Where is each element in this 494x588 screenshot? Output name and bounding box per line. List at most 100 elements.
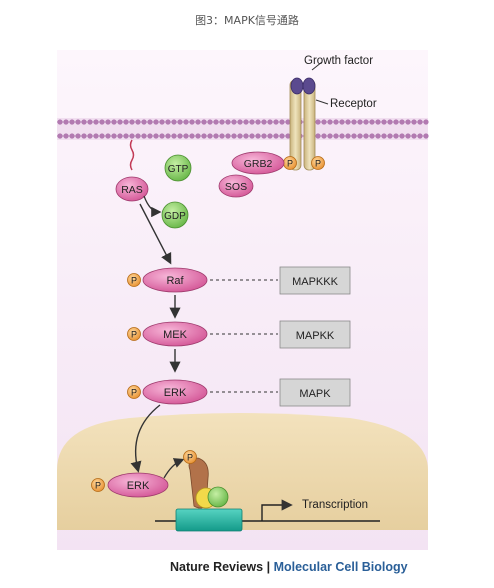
lipid-head xyxy=(63,119,69,125)
svg-text:Raf: Raf xyxy=(166,275,184,287)
lipid-head xyxy=(339,119,345,125)
mek: MEK xyxy=(142,321,208,347)
lipid-head xyxy=(177,119,183,125)
gtp: GTP xyxy=(164,154,192,182)
lipid-head xyxy=(357,133,363,139)
svg-text:ERK: ERK xyxy=(127,480,150,492)
lipid-head xyxy=(141,133,147,139)
lipid-head xyxy=(237,119,243,125)
lipid-head xyxy=(195,133,201,139)
lipid-head xyxy=(387,119,393,125)
erk: ERK xyxy=(142,379,208,405)
mapk-box: MAPK xyxy=(279,378,351,407)
lipid-head xyxy=(171,133,177,139)
svg-text:GRB2: GRB2 xyxy=(244,158,273,170)
lipid-head xyxy=(423,133,429,139)
svg-text:GTP: GTP xyxy=(168,164,189,175)
lipid-head xyxy=(255,119,261,125)
lipid-head xyxy=(99,119,105,125)
svg-text:MAPK: MAPK xyxy=(299,388,331,400)
svg-text:P: P xyxy=(131,330,137,340)
lipid-head xyxy=(381,133,387,139)
svg-text:ERK: ERK xyxy=(164,387,187,399)
lipid-head xyxy=(87,133,93,139)
lipid-head xyxy=(321,119,327,125)
lipid-head xyxy=(231,133,237,139)
lipid-head xyxy=(411,133,417,139)
lipid-head xyxy=(285,119,291,125)
lipid-head xyxy=(261,119,267,125)
grb2: GRB2 xyxy=(231,151,285,175)
lipid-head xyxy=(129,119,135,125)
ras-to-raf-arrow xyxy=(139,203,172,265)
figure-caption: 图3：MAPK信号通路 xyxy=(195,14,299,27)
ras: RAS xyxy=(115,176,149,202)
journal-name-left: Nature Reviews xyxy=(170,560,264,574)
lipid-head xyxy=(225,133,231,139)
lipid-head xyxy=(183,119,189,125)
lipid-head xyxy=(363,133,369,139)
receptor-label: Receptor xyxy=(330,98,377,110)
gdp: GDP xyxy=(161,201,189,229)
lipid-head xyxy=(105,119,111,125)
lipid-head xyxy=(273,133,279,139)
lipid-head xyxy=(405,119,411,125)
lipid-head xyxy=(111,133,117,139)
growth-factor-pointer xyxy=(311,61,323,71)
lipid-head xyxy=(75,133,81,139)
lipid-head xyxy=(249,133,255,139)
lipid-head xyxy=(189,119,195,125)
lipid-head xyxy=(93,119,99,125)
growth-factor-label: Growth factor xyxy=(304,55,373,67)
lipid-head xyxy=(387,133,393,139)
lipid-head xyxy=(249,119,255,125)
lipid-head xyxy=(147,133,153,139)
dna-promoter xyxy=(175,508,243,532)
lipid-head xyxy=(231,119,237,125)
lipid-head xyxy=(411,119,417,125)
lipid-head xyxy=(57,133,63,139)
svg-text:P: P xyxy=(95,481,101,491)
lipid-head xyxy=(63,133,69,139)
receptor-phosphate-1: P xyxy=(283,156,297,170)
lipid-head xyxy=(219,119,225,125)
lipid-head xyxy=(123,119,129,125)
lipid-head xyxy=(345,133,351,139)
lipid-head xyxy=(339,133,345,139)
svg-text:MAPKK: MAPKK xyxy=(296,330,335,342)
lipid-head xyxy=(213,119,219,125)
mek-phosphate: P xyxy=(127,327,141,341)
raf: Raf xyxy=(142,267,208,293)
lipid-head xyxy=(153,119,159,125)
transcription-arrow xyxy=(261,499,293,521)
nucleus xyxy=(57,413,428,530)
lipid-head xyxy=(321,133,327,139)
lipid-head xyxy=(129,133,135,139)
lipid-head xyxy=(357,119,363,125)
lipid-head xyxy=(315,119,321,125)
lipid-head xyxy=(405,133,411,139)
svg-text:RAS: RAS xyxy=(121,184,143,196)
lipid-head xyxy=(267,133,273,139)
lipid-head xyxy=(135,119,141,125)
receptor-pointer xyxy=(315,99,329,105)
lipid-head xyxy=(123,133,129,139)
lipid-head xyxy=(153,133,159,139)
lipid-head xyxy=(423,119,429,125)
lipid-head xyxy=(87,119,93,125)
lipid-head xyxy=(111,119,117,125)
lipid-head xyxy=(165,133,171,139)
lipid-head xyxy=(165,119,171,125)
mapkkk-box: MAPKKK xyxy=(279,266,351,295)
svg-text:GDP: GDP xyxy=(164,211,186,222)
lipid-head xyxy=(417,133,423,139)
lipid-head xyxy=(207,133,213,139)
lipid-head xyxy=(375,133,381,139)
lipid-head xyxy=(369,133,375,139)
svg-text:P: P xyxy=(131,388,137,398)
lipid-head xyxy=(93,133,99,139)
svg-text:SOS: SOS xyxy=(225,181,247,193)
lipid-head xyxy=(363,119,369,125)
lipid-head xyxy=(69,133,75,139)
journal-credit: Nature Reviews | Molecular Cell Biology xyxy=(170,560,408,574)
